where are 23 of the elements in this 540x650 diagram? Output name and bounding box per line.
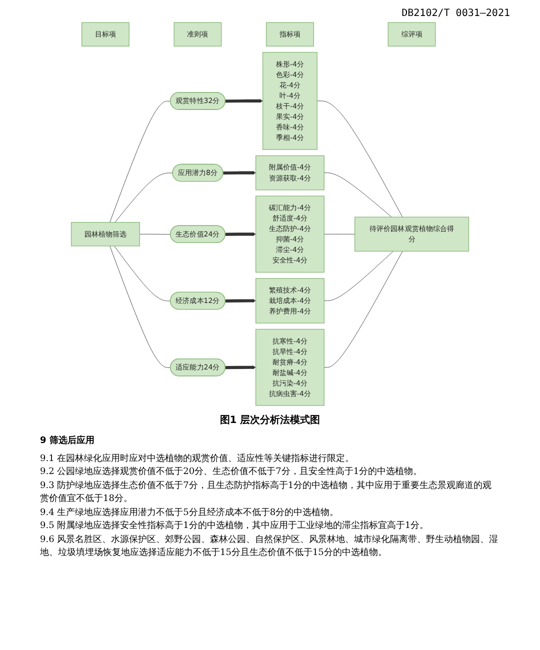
- connector: [316, 100, 403, 218]
- connector: [110, 100, 171, 223]
- paragraph: 9.1 在园林绿化应用时应对中选植物的观赏价值、适应性等关键指标进行限定。: [40, 452, 356, 466]
- connector: [114, 172, 173, 223]
- connector: [110, 246, 171, 368]
- paragraph: 9.3 防护绿地应选择生态价值不低于7分，且生态防护指标高于1分的中选植物，其中应用于重要生态景观廊道的观赏价值宜不低于18分。: [40, 480, 493, 506]
- connector: [139, 234, 171, 235]
- document-number: DB2102/T 0031—2021: [402, 8, 510, 19]
- connector: [324, 172, 392, 218]
- figure-caption: 图1 层次分析法模式图: [220, 415, 320, 426]
- connector: [324, 251, 394, 301]
- connector: [114, 246, 171, 302]
- arrow: [225, 298, 256, 303]
- section-heading: 9 筛选后应用: [40, 435, 96, 448]
- paragraph: 9.6 风景名胜区、水源保护区、郊野公园、森林公园、自然保护区、风景林地、城市绿化隔离带、野生动植物园、湿地、垃圾填埋场恢复地应选择适应能力不低于15分且生态价值不低于15分的中选植物。: [40, 534, 500, 560]
- arrow: [225, 365, 256, 370]
- paragraph: 9.2 公园绿地应选择观赏价值不低于20分、生态价值不低于7分，且安全性高于1分的中选植物。: [40, 466, 424, 479]
- arrow: [225, 99, 263, 103]
- paragraph: 9.4 生产绿地应选择应用潜力不低于5分且经济成本不低于8分的中选植物。: [40, 506, 340, 520]
- arrow: [225, 232, 256, 236]
- connector: [324, 251, 403, 368]
- paragraph: 9.5 附属绿地应选择安全性指标高于1分的中选植物，其中应用于工业绿地的滞尘指标宜高于1分。: [40, 520, 430, 533]
- arrow: [223, 170, 256, 175]
